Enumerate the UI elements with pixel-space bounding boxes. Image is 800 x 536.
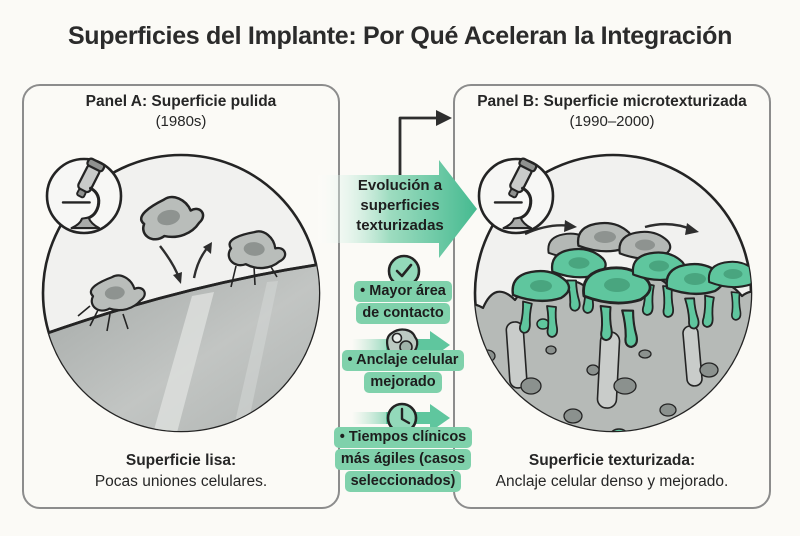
page-title: Superficies del Implante: Por Qué Aceler… [67,22,733,50]
panel-b-subtitle: (1990–2000) [569,113,655,130]
benefit-contact-area: • Mayor área de contacto [318,281,488,325]
panel-b-frame [453,84,771,509]
panel-b-header: Panel B: Superficie microtexturizada (19… [453,92,771,132]
panel-a-caption-text: Pocas uniones celulares. [94,473,268,490]
panel-a-subtitle: (1980s) [155,113,207,130]
benefit-clinical-times: • Tiempos clínicos más ágiles (casos sel… [318,427,488,493]
panel-b-caption: Superficie texturizada: Anclaje celular … [453,450,771,492]
benefit-cell-anchoring: • Anclaje celular mejorado [318,350,488,394]
panel-b-title: Panel B: Superficie microtexturizada [477,93,747,110]
evolution-arrow-icon [318,160,477,258]
panel-b-caption-title: Superficie texturizada: [528,452,696,469]
panel-a-title: Panel A: Superficie pulida [85,93,277,110]
clock-arrow-icon [352,402,450,434]
panel-a-caption-title: Superficie lisa: [125,452,237,469]
evolution-arrow-label: Evolución a superficies texturizadas [356,177,444,234]
panel-a-header: Panel A: Superficie pulida (1980s) [22,92,340,132]
panel-a-caption: Superficie lisa: Pocas uniones celulares… [22,450,340,492]
panel-a-frame [22,84,340,509]
panel-b-caption-text: Anclaje celular denso y mejorado. [495,473,729,490]
elbow-connector-arrow-icon [398,110,452,184]
